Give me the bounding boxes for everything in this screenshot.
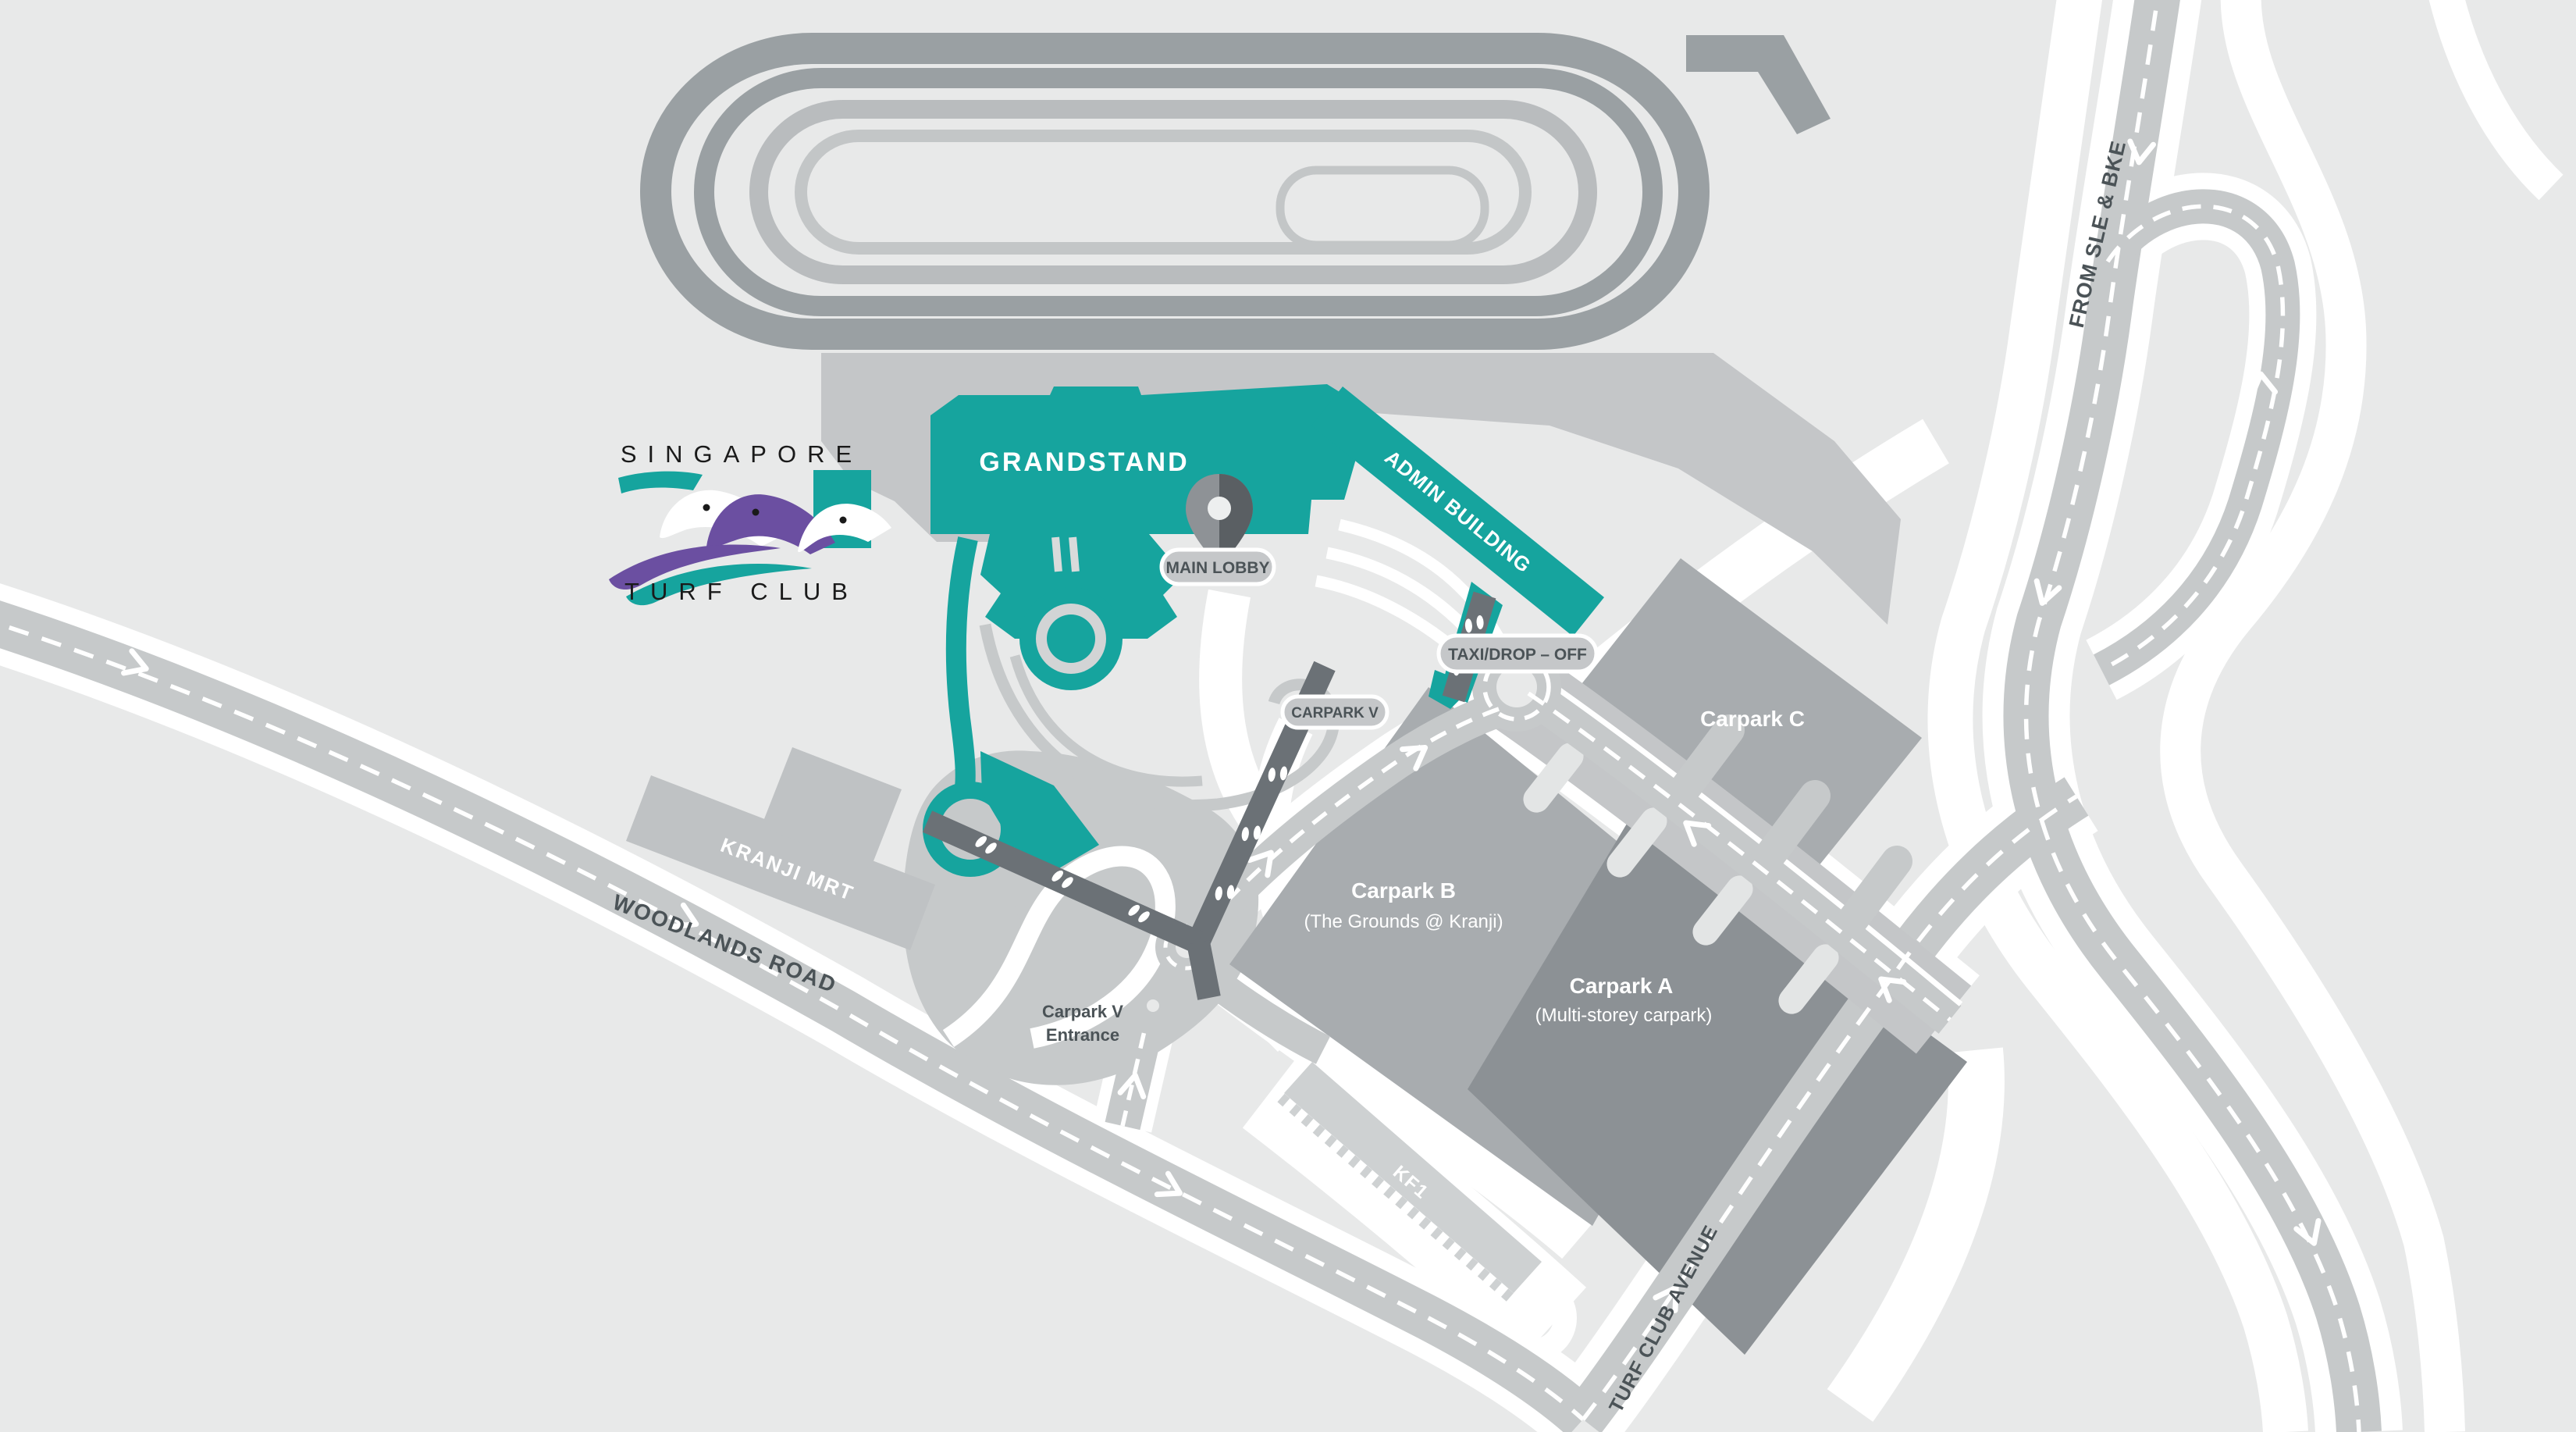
- roundabout-island: [1496, 667, 1537, 707]
- admin-building: [1311, 386, 1604, 636]
- west-walkway-ramp: [980, 751, 1099, 882]
- forecourt-slit: [1051, 536, 1062, 572]
- track-inner-dark-ring: [694, 68, 1663, 316]
- kranji-mrt-building: [626, 775, 935, 950]
- loop-ramp-dashes: [2100, 204, 2286, 672]
- parking-stub: [1692, 875, 1753, 946]
- carpark-b-sublabel: (The Grounds @ Kranji): [1304, 911, 1503, 932]
- parade-ring-center: [1047, 614, 1095, 663]
- carpark-v-pill-text: CARPARK V: [1291, 705, 1379, 721]
- carpark-a-building: [1468, 816, 1967, 1355]
- white-road-east-of-expressway: [2160, 0, 2465, 1432]
- track-outer-ring: [640, 33, 1710, 350]
- teal-structures: [923, 384, 1604, 882]
- west-walkway: [945, 536, 978, 789]
- track-small-inner-ring: [1276, 166, 1489, 250]
- logo-horse-eye: [703, 504, 710, 511]
- grandstand-label: GRANDSTAND: [979, 447, 1189, 477]
- logo-purple-swoosh: [609, 544, 781, 590]
- garden-path-2: [1009, 654, 1203, 787]
- turf-club-avenue-dashes: [1581, 794, 2078, 1421]
- white-road-top-right: [2428, 0, 2564, 201]
- logo-line1: SINGAPORE: [621, 440, 863, 468]
- entrance-spur-road: [1192, 960, 1331, 1064]
- parking-stub: [1523, 743, 1584, 813]
- expressway-dashes: [2023, 0, 2361, 1432]
- track-light-ring-1: [749, 100, 1597, 284]
- white-loop-kf1: [1488, 1273, 1577, 1363]
- roundabout-dashes: [1482, 653, 1551, 721]
- stc-logo: SINGAPORE TURF CLUB: [609, 440, 891, 606]
- carpark-c-stub-roads: [1659, 714, 1912, 949]
- taxi-drop-off-pill-text: TAXI/DROP – OFF: [1448, 646, 1587, 664]
- grandstand-building: [930, 384, 1362, 534]
- logo-horse-eye: [839, 516, 847, 524]
- carpark-c-stub: [1659, 714, 1745, 818]
- track-light-ring-2: [795, 130, 1532, 255]
- carpark-a-sublabel: (Multi-storey carpark): [1535, 1005, 1713, 1026]
- woodlands-dashes: [0, 622, 1585, 1422]
- white-road-east-of-carpark-a: [1827, 1047, 2005, 1422]
- pin-hole: [1208, 497, 1231, 520]
- parking-stubs: [1523, 743, 1839, 1014]
- kf1-building: [1284, 1062, 1542, 1293]
- entrance-stem-dashes: [1120, 1024, 1148, 1127]
- footpath-junction-south: [1187, 940, 1221, 1000]
- carparks: [626, 558, 1967, 1355]
- parking-stub: [1606, 807, 1667, 878]
- carpark-v-entrance-label-line2: Entrance: [1046, 1025, 1119, 1045]
- main-lobby-pill-text: MAIN LOBBY: [1166, 559, 1270, 577]
- small-roundabout: [1137, 989, 1169, 1022]
- carpark-c-stub: [1827, 846, 1912, 949]
- carpark-road: [1517, 679, 1962, 1034]
- carpark-b-label: Carpark B: [1351, 878, 1456, 903]
- kranji-mrt-building-annex: [761, 747, 902, 869]
- kf1-serrated-edge: [1277, 1093, 1514, 1302]
- carpark-a-label: Carpark A: [1570, 974, 1674, 998]
- carpark-c-label: Carpark C: [1700, 707, 1805, 731]
- pill-labels: MAIN LOBBY TAXI/DROP – OFF CARPARK V: [1159, 547, 1599, 730]
- main-lobby-pill: MAIN LOBBY: [1159, 547, 1276, 586]
- taxi-drop-off-pill: TAXI/DROP – OFF: [1436, 633, 1599, 674]
- footpath-mrt-to-junction: [922, 810, 1204, 953]
- racetrack: [640, 33, 1831, 350]
- pill-shape: [1280, 694, 1389, 730]
- carpark-v-lane: [942, 846, 1176, 1049]
- pill-shape: [1159, 547, 1276, 586]
- logo-teal-swoosh-top: [618, 471, 703, 493]
- pin-icon-shade: [1219, 474, 1253, 558]
- kf1-strip: [1277, 1062, 1542, 1302]
- logo-horse-eye: [752, 508, 760, 516]
- logo-line2: TURF CLUB: [624, 578, 859, 605]
- logo-horse-teal-panel: [798, 504, 891, 553]
- logo-teal-swoosh: [626, 564, 812, 606]
- roundabout-island: [1147, 999, 1159, 1012]
- carpark-c-stub: [1745, 780, 1831, 884]
- main-lobby-pin: [1186, 474, 1253, 566]
- carpark-v-pill: CARPARK V: [1280, 694, 1389, 730]
- parking-stub: [1778, 944, 1839, 1014]
- forecourt-slit: [1069, 536, 1080, 572]
- pill-shape: [1436, 633, 1599, 674]
- white-road-west-of-expressway: [1927, 0, 2308, 1432]
- carpark-road-edge-line: [1542, 677, 1963, 1006]
- carpark-c-building: [1573, 558, 1922, 871]
- track-spur: [1686, 35, 1831, 134]
- carpark-v-entrance-label-line1: Carpark V: [1042, 1002, 1123, 1021]
